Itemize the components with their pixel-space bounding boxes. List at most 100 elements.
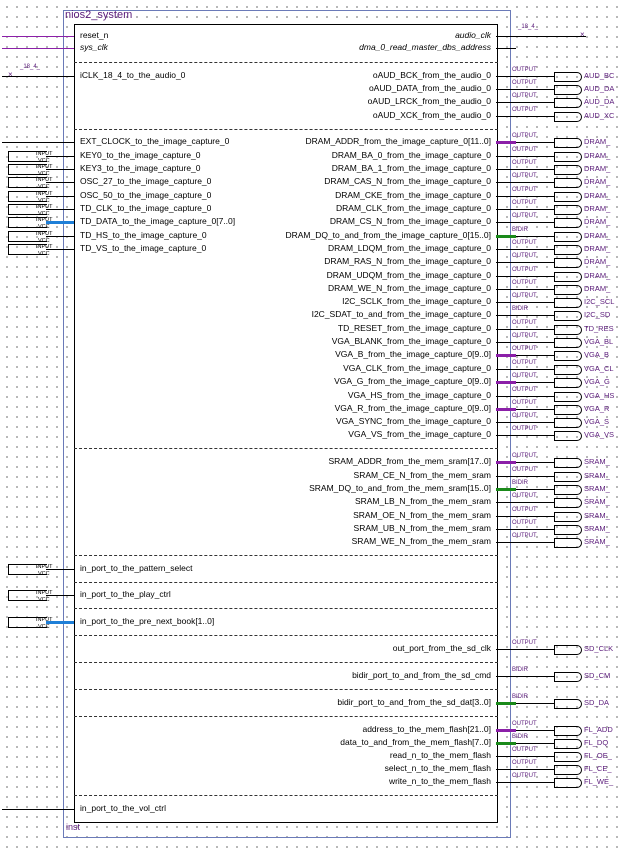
right-port-wire[interactable] (496, 649, 516, 650)
right-port-wire[interactable] (496, 676, 516, 677)
right-port-wire[interactable] (496, 76, 516, 77)
right-port-label[interactable]: I2C_SCLK_from_the_image_capture_0 (342, 296, 491, 306)
right-port-wire[interactable] (496, 369, 516, 370)
left-port-wire[interactable] (46, 182, 74, 183)
right-port-wire[interactable] (496, 156, 516, 157)
right-port-wire[interactable] (496, 354, 516, 357)
right-port-label[interactable]: SRAM_OE_N_from_the_mem_sram (353, 510, 491, 520)
left-port-wire[interactable] (2, 142, 74, 143)
left-port-label[interactable]: OSC_50_to_the_image_capture_0 (80, 190, 212, 200)
right-port-wire[interactable] (496, 342, 516, 343)
right-port-label[interactable]: SRAM_ADDR_from_the_mem_sram[17..0] (328, 456, 491, 466)
right-port-label[interactable]: DRAM_UDQM_from_the_image_capture_0 (326, 270, 491, 280)
left-port-wire[interactable] (46, 156, 74, 157)
right-port-wire[interactable] (496, 742, 516, 745)
right-port-wire[interactable] (496, 182, 516, 183)
left-port-label[interactable]: OSC_27_to_the_image_capture_0 (80, 176, 212, 186)
right-port-wire[interactable] (496, 48, 516, 49)
left-port-wire[interactable] (46, 236, 74, 237)
right-port-wire[interactable] (496, 782, 516, 783)
right-port-wire[interactable] (496, 302, 516, 303)
output-pin-icon[interactable] (554, 311, 582, 321)
left-port-wire[interactable] (2, 76, 74, 77)
right-port-wire[interactable] (496, 276, 516, 277)
right-port-label[interactable]: DRAM_CS_N_from_the_image_capture_0 (329, 216, 491, 226)
left-port-label[interactable]: iCLK_18_4_to_the_audio_0 (80, 70, 186, 80)
right-port-label[interactable]: DRAM_DQ_to_and_from_the_image_capture_0[… (285, 230, 491, 240)
output-pin-icon[interactable] (554, 739, 582, 749)
output-pin-icon[interactable] (554, 699, 582, 709)
right-port-wire[interactable] (496, 502, 516, 503)
left-port-label[interactable]: TD_VS_to_the_image_capture_0 (80, 243, 207, 253)
right-port-label[interactable]: SRAM_LB_N_from_the_mem_sram (354, 496, 491, 506)
right-port-wire[interactable] (496, 396, 516, 397)
right-port-label[interactable]: address_to_the_mem_flash[21..0] (362, 724, 491, 734)
output-pin-icon[interactable] (554, 325, 582, 335)
output-pin-icon[interactable] (554, 272, 582, 282)
symbol-frame[interactable] (63, 10, 511, 838)
left-port-wire[interactable] (46, 196, 74, 197)
left-port-label[interactable]: TD_CLK_to_the_image_capture_0 (80, 203, 212, 213)
right-port-wire[interactable] (496, 381, 516, 384)
right-port-wire[interactable] (496, 729, 516, 732)
right-port-wire[interactable] (496, 249, 516, 250)
right-port-wire[interactable] (496, 289, 516, 290)
right-port-wire[interactable] (496, 461, 516, 464)
left-port-label[interactable]: in_port_to_the_play_ctrl (80, 589, 171, 599)
output-pin-icon[interactable] (554, 726, 582, 736)
output-pin-icon[interactable] (554, 752, 582, 762)
output-pin-icon[interactable] (554, 418, 582, 428)
left-port-label[interactable]: KEY3_to_the_image_capture_0 (80, 163, 201, 173)
right-port-label[interactable]: DRAM_LDQM_from_the_image_capture_0 (328, 243, 491, 253)
output-pin-icon[interactable] (554, 192, 582, 202)
right-port-label[interactable]: SRAM_UB_N_from_the_mem_sram (353, 523, 491, 533)
right-port-label[interactable]: DRAM_ADDR_from_the_image_capture_0[11..0… (305, 136, 491, 146)
output-pin-icon[interactable] (554, 338, 582, 348)
output-pin-icon[interactable] (554, 178, 582, 188)
right-port-wire[interactable] (496, 422, 516, 423)
output-pin-icon[interactable] (554, 672, 582, 682)
output-pin-icon[interactable] (554, 498, 582, 508)
output-pin-icon[interactable] (554, 85, 582, 95)
right-port-label[interactable]: DRAM_CKE_from_the_image_capture_0 (335, 190, 491, 200)
right-port-label[interactable]: VGA_VS_from_the_image_capture_0 (348, 429, 491, 439)
output-pin-icon[interactable] (554, 245, 582, 255)
right-port-wire[interactable] (496, 89, 516, 90)
right-port-label[interactable]: DRAM_CAS_N_from_the_image_capture_0 (324, 176, 491, 186)
left-port-wire[interactable] (46, 209, 74, 210)
right-port-wire[interactable] (496, 529, 516, 530)
right-port-label[interactable]: oAUD_XCK_from_the_audio_0 (372, 110, 491, 120)
output-pin-icon[interactable] (554, 431, 582, 441)
left-port-wire[interactable] (2, 36, 74, 37)
right-port-wire[interactable] (496, 235, 516, 238)
left-port-label[interactable]: TD_HS_to_the_image_capture_0 (80, 230, 207, 240)
output-pin-icon[interactable] (554, 138, 582, 148)
right-port-label[interactable]: audio_clk (455, 30, 491, 40)
right-port-wire[interactable] (496, 488, 516, 491)
left-port-wire[interactable] (46, 169, 74, 170)
right-port-label[interactable]: data_to_and_from_the_mem_flash[7..0] (340, 737, 491, 747)
right-port-wire[interactable] (496, 36, 586, 37)
left-port-label[interactable]: TD_DATA_to_the_image_capture_0[7..0] (80, 216, 236, 226)
right-port-wire[interactable] (496, 769, 516, 770)
right-port-wire[interactable] (496, 408, 516, 411)
right-port-label[interactable]: DRAM_BA_0_from_the_image_capture_0 (331, 150, 491, 160)
right-port-label[interactable]: VGA_R_from_the_image_capture_0[9..0] (334, 403, 491, 413)
right-port-label[interactable]: write_n_to_the_mem_flash (388, 776, 491, 786)
left-port-label[interactable]: EXT_CLOCK_to_the_image_capture_0 (80, 136, 230, 146)
right-port-label[interactable]: VGA_SYNC_from_the_image_capture_0 (336, 416, 491, 426)
right-port-wire[interactable] (496, 196, 516, 197)
left-port-label[interactable]: in_port_to_the_pre_next_book[1..0] (80, 616, 215, 626)
output-pin-icon[interactable] (554, 205, 582, 215)
output-pin-icon[interactable] (554, 778, 582, 788)
right-port-label[interactable]: VGA_G_from_the_image_capture_0[9..0] (334, 376, 491, 386)
output-pin-icon[interactable] (554, 378, 582, 388)
output-pin-icon[interactable] (554, 98, 582, 108)
right-port-wire[interactable] (496, 542, 516, 543)
